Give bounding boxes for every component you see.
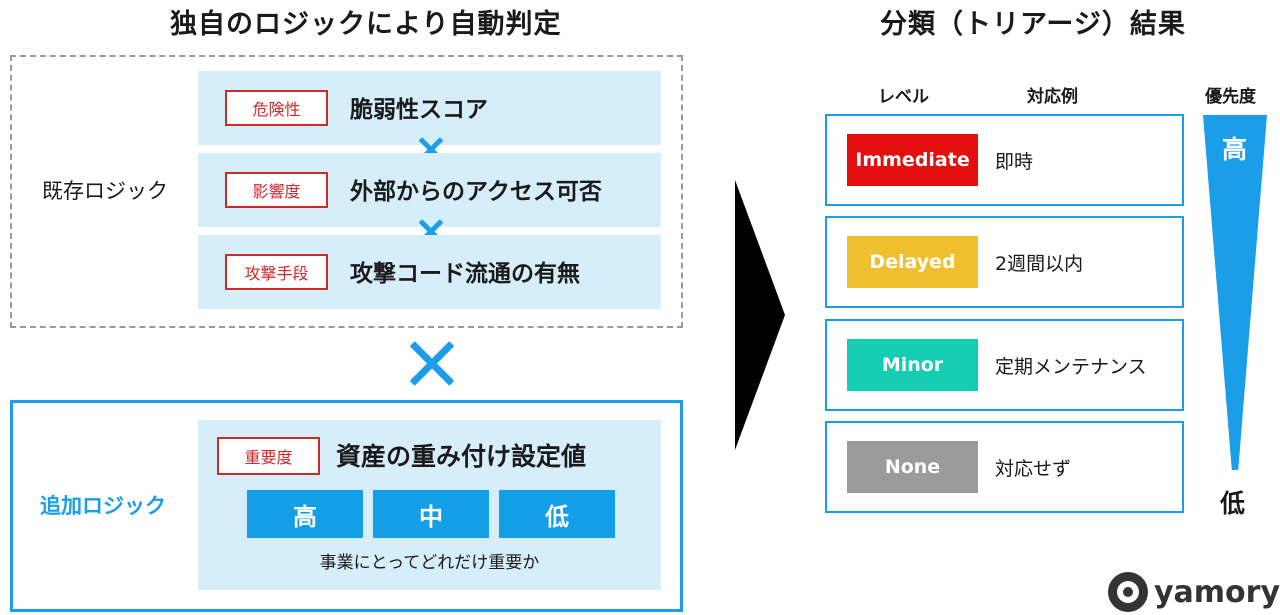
importance-level-high: 高 [247,490,363,538]
additional-logic-label: 追加ロジック [40,494,166,518]
left-section-title: 独自のロジックにより自動判定 [170,9,562,40]
priority-low-label: 低 [1220,489,1246,518]
result-level-badge: Minor [847,339,978,391]
priority-high-label: 高 [1222,135,1248,164]
importance-description: 事業にとってどれだけ重要か [319,553,540,573]
multiply-large-icon [408,340,456,386]
factor-impact: 影響度 外部からのアクセス可否 [198,153,661,227]
column-header-priority: 優先度 [1205,87,1256,107]
result-row-none: None 対応せず [825,421,1184,513]
column-header-level: レベル [878,87,929,107]
factor-attack-method: 攻撃手段 攻撃コード流通の有無 [198,235,661,309]
existing-logic-label: 既存ロジック [42,179,168,203]
existing-logic-box [10,55,683,328]
importance-panel: 重要度 資産の重み付け設定値 高 中 低 事業にとってどれだけ重要か [198,420,661,590]
yamory-logo: yamory [1108,572,1280,612]
importance-level-low: 低 [499,490,615,538]
additional-logic-box [10,400,683,612]
factor-tag: 攻撃手段 [225,254,328,290]
factor-tag: 影響度 [225,172,328,208]
logo-icon [1108,572,1148,612]
importance-text: 資産の重み付け設定値 [336,442,587,471]
result-row-delayed: Delayed 2週間以内 [825,216,1184,308]
factor-text: 攻撃コード流通の有無 [350,261,580,287]
importance-tag: 重要度 [217,437,320,475]
result-action-text: 定期メンテナンス [995,356,1147,378]
result-row-minor: Minor 定期メンテナンス [825,319,1184,411]
arrow-right-icon [735,180,785,450]
column-header-action: 対応例 [1027,87,1078,107]
result-action-text: 対応せず [995,458,1072,480]
factor-tag: 危険性 [225,90,328,126]
result-row-immediate: Immediate 即時 [825,114,1184,206]
factor-text: 外部からのアクセス可否 [350,179,602,205]
result-action-text: 2週間以内 [995,253,1084,275]
factor-risk: 危険性 脆弱性スコア [198,71,661,145]
result-level-badge: None [847,441,978,493]
result-level-badge: Immediate [847,134,978,186]
right-section-title: 分類（トリアージ）結果 [880,9,1186,40]
result-action-text: 即時 [995,151,1034,173]
logo-text: yamory [1154,574,1280,610]
factor-text: 脆弱性スコア [350,97,488,123]
importance-level-medium: 中 [373,490,489,538]
priority-wedge [1203,115,1267,470]
result-level-badge: Delayed [847,236,978,288]
